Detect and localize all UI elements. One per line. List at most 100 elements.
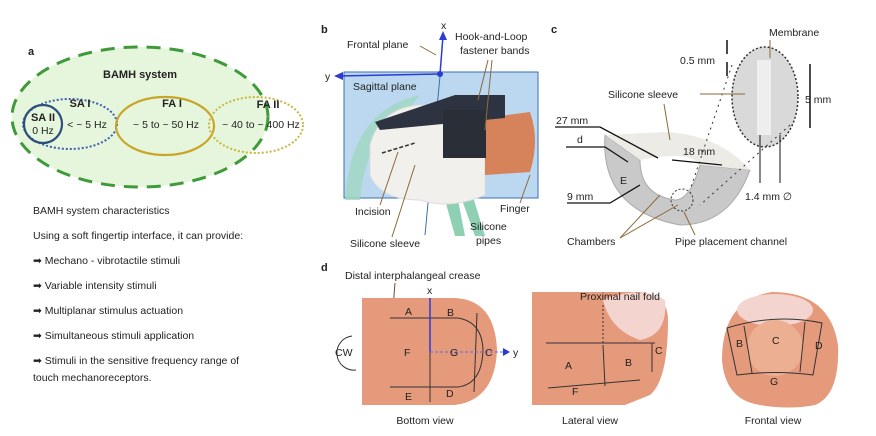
- bottom-region-c: C: [485, 347, 493, 359]
- silicone-pipes: [445, 200, 485, 236]
- bottom-view-caption: Bottom view: [396, 415, 454, 427]
- fingertip-pad: [747, 320, 803, 376]
- leader-line: [379, 151, 399, 206]
- sa2-range: 0 Hz: [32, 125, 54, 137]
- lateral-view-caption: Lateral view: [562, 415, 618, 427]
- x-axis-arrow-icon: [439, 31, 447, 40]
- arrow-right-icon: ➡: [33, 280, 45, 292]
- arrow-right-icon: ➡: [33, 355, 45, 367]
- e-label: E: [620, 175, 627, 187]
- clockwise-rotation-icon: [336, 335, 357, 371]
- pipe-channel-marker: [670, 188, 694, 212]
- lateral-region-c: C: [655, 345, 663, 357]
- leader-line: [683, 211, 696, 236]
- bottom-region-f: F: [404, 347, 410, 359]
- fastener-band-top: [375, 95, 505, 130]
- fa2-ellipse: [208, 96, 304, 154]
- fastener-label-2: fastener bands: [460, 45, 529, 57]
- fingernail: [737, 294, 813, 326]
- characteristic-item: ➡ Multiplanar stimulus actuation: [33, 305, 184, 317]
- inner-dimension-label: 18 mm: [683, 146, 715, 158]
- fa2-range: ~ 40 to ~ 400 Hz: [222, 119, 300, 131]
- y-axis-arrow-icon: [334, 72, 343, 80]
- arrow-right-icon: ➡: [33, 330, 45, 342]
- membrane-label: Membrane: [769, 27, 819, 39]
- detail-connector: [699, 124, 791, 206]
- region-outline: [726, 318, 823, 376]
- leader-line: [477, 59, 489, 101]
- frontal-plane-label: Frontal plane: [347, 39, 408, 51]
- silicone-sleeve-label-c: Silicone sleeve: [608, 89, 678, 101]
- characteristics-intro: Using a soft fingertip interface, it can…: [33, 230, 244, 242]
- d-axis-y-label: y: [513, 347, 519, 359]
- depth-label: 9 mm: [567, 191, 594, 203]
- bottom-region-g: G: [450, 347, 458, 359]
- y-axis-arrow-icon: [503, 348, 510, 356]
- leader-line: [484, 59, 493, 131]
- region-line: [602, 344, 606, 387]
- b-axis-x-label: x: [441, 20, 447, 32]
- bamh-system-ellipse: [10, 45, 270, 189]
- characteristic-item: ➡ Simultaneous stimuli application: [33, 330, 195, 342]
- fingernail: [603, 292, 666, 340]
- silicone-sleeve-label-b: Silicone sleeve: [350, 238, 420, 250]
- fa2-label: FA II: [257, 99, 280, 111]
- pipes-label-1: Silicone: [470, 221, 507, 233]
- sa1-label: SA I: [70, 98, 91, 110]
- d-label: d: [577, 134, 583, 146]
- characteristic-item: ➡ Variable intensity stimuli: [33, 280, 157, 292]
- leader-line: [391, 164, 416, 238]
- region-line: [547, 379, 641, 389]
- lateral-region-a: A: [565, 360, 572, 372]
- frontal-region-c: C: [772, 335, 780, 347]
- characteristics-title: BAMH system characteristics: [33, 205, 170, 217]
- panel-b-label: b: [321, 24, 328, 36]
- membrane-channel: [757, 60, 771, 135]
- fastener-label-1: Hook-and-Loop: [455, 31, 528, 43]
- sa1-range: < ~ 5 Hz: [67, 119, 107, 131]
- frontal-region-d: D: [815, 340, 823, 352]
- y-axis: [337, 73, 441, 77]
- arrow-right-icon: ➡: [33, 255, 45, 267]
- rotation-label: CW: [335, 347, 353, 359]
- frontal-region-b: B: [736, 338, 743, 350]
- leader-line: [619, 204, 679, 239]
- leader-line: [555, 126, 659, 159]
- leader-line: [567, 184, 641, 204]
- membrane-thickness-label: 0.5 mm: [680, 55, 715, 67]
- sleeve-inner: [605, 132, 750, 170]
- bottom-region-d: D: [446, 388, 454, 400]
- bottom-region-b: B: [447, 307, 454, 319]
- crease-label: Distal interphalangeal crease: [345, 270, 481, 282]
- leader-line: [619, 194, 661, 239]
- characteristic-item: ➡ Mechano - vibrotactile stimuli: [33, 255, 181, 267]
- frontal-view-caption: Frontal view: [745, 415, 802, 427]
- region-line: [799, 321, 806, 373]
- leader-line: [566, 146, 629, 163]
- chambers-label: Chambers: [567, 236, 615, 248]
- sleeve-half-shell: [604, 134, 751, 226]
- diameter-label: 1.4 mm ∅: [745, 191, 792, 203]
- panel-c-label: c: [551, 24, 557, 36]
- fa1-ellipse: [114, 95, 216, 157]
- incision-label: Incision: [355, 206, 391, 218]
- characteristic-continuation: touch mechanoreceptors.: [33, 372, 152, 384]
- x-axis: [439, 35, 444, 75]
- finger-photo: [485, 112, 535, 175]
- fa1-label: FA I: [162, 98, 182, 110]
- pipes-label-2: pipes: [476, 235, 501, 247]
- leader-line: [419, 45, 437, 56]
- silicone-pipe-left: [345, 95, 420, 200]
- d-axis-x-label: x: [427, 285, 433, 297]
- fastener-band-side: [443, 110, 486, 158]
- sa2-circle: [22, 103, 64, 145]
- lateral-region-f: F: [572, 386, 578, 398]
- detail-connector: [689, 64, 733, 191]
- lateral-region-b: B: [625, 357, 632, 369]
- arrow-right-icon: ➡: [33, 305, 45, 317]
- leader-line: [519, 174, 531, 204]
- frontal-region-g: G: [770, 376, 778, 388]
- nail-fold-label: Proximal nail fold: [580, 291, 660, 303]
- sagittal-plane-label: Sagittal plane: [353, 81, 417, 93]
